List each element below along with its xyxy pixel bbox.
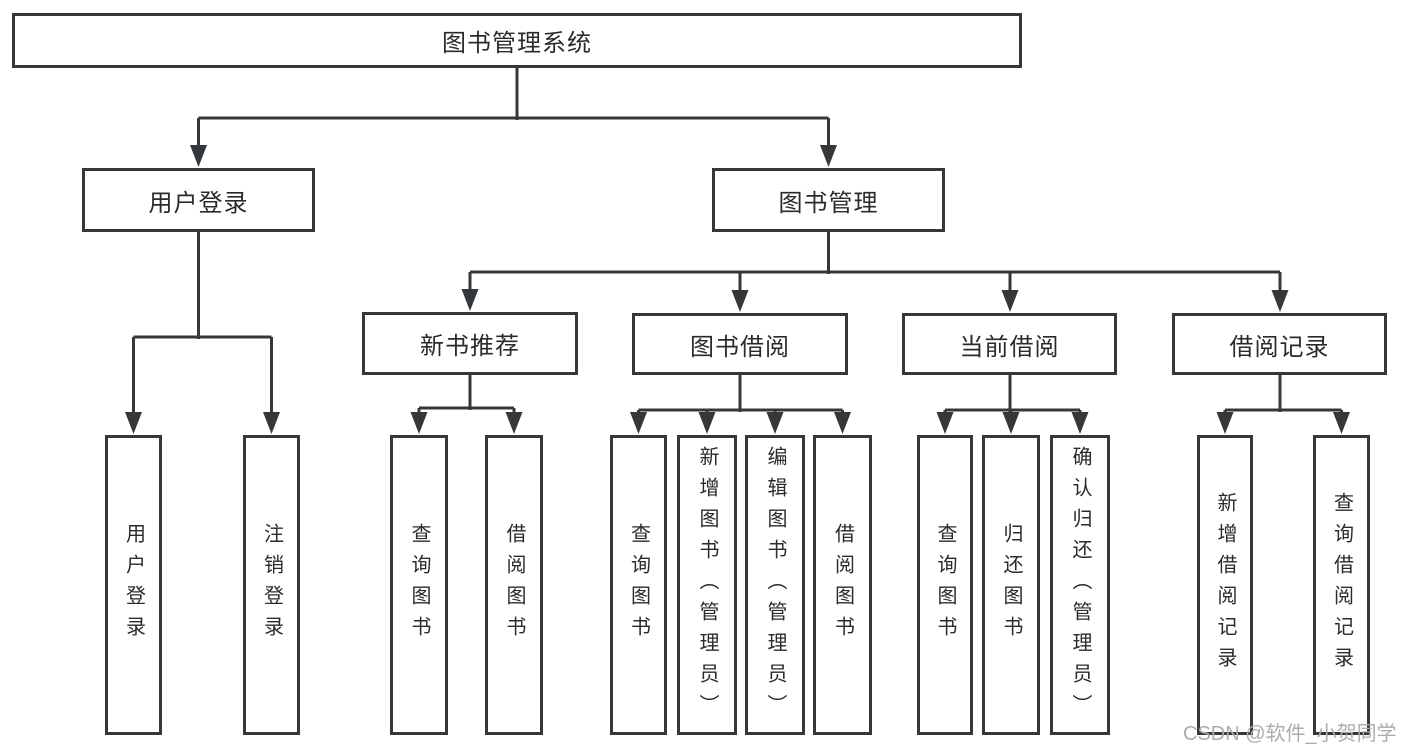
leaf-user-login: 用户登录 bbox=[105, 435, 162, 735]
connector-current-borrow-to-leaves bbox=[936, 375, 1089, 434]
node-root-label: 图书管理系统 bbox=[442, 30, 592, 57]
node-borrow-records: 借阅记录 bbox=[1172, 313, 1387, 375]
leaf-logout: 注销登录 bbox=[243, 435, 300, 735]
connector-book-mgmt-to-level3 bbox=[461, 232, 1289, 312]
node-book-mgmt: 图书管理 bbox=[712, 168, 945, 232]
leaf-add-borrow-record: 新增借阅记录 bbox=[1197, 435, 1253, 735]
leaf-query-book-borrow-label: 查询图书 bbox=[627, 523, 650, 647]
leaf-query-book-current: 查询图书 bbox=[917, 435, 973, 735]
leaf-return-book-label: 归还图书 bbox=[1000, 523, 1022, 647]
leaf-borrow-book-borrow: 借阅图书 bbox=[813, 435, 872, 735]
leaf-edit-book-admin-label: 编辑图书（管理员） bbox=[764, 445, 786, 725]
leaf-logout-label: 注销登录 bbox=[260, 523, 283, 647]
leaf-add-borrow-record-label: 新增借阅记录 bbox=[1214, 492, 1236, 678]
node-new-book-rec-label: 新书推荐 bbox=[420, 333, 520, 360]
node-book-mgmt-label: 图书管理 bbox=[778, 189, 879, 217]
connector-borrow-records-to-leaves bbox=[1216, 375, 1350, 434]
leaf-confirm-return-admin: 确认归还（管理员） bbox=[1050, 435, 1110, 735]
leaf-query-book-borrow: 查询图书 bbox=[610, 435, 667, 735]
leaf-query-book-current-label: 查询图书 bbox=[934, 523, 956, 647]
node-root: 图书管理系统 bbox=[12, 13, 1022, 68]
node-user-login: 用户登录 bbox=[82, 168, 315, 232]
connector-book-borrow-to-leaves bbox=[630, 375, 851, 434]
leaf-query-book-newrec: 查询图书 bbox=[390, 435, 448, 735]
connector-new-book-rec-to-leaves bbox=[410, 375, 523, 434]
node-book-borrow-label: 图书借阅 bbox=[690, 333, 790, 361]
node-new-book-rec: 新书推荐 bbox=[362, 312, 578, 375]
leaf-borrow-book-borrow-label: 借阅图书 bbox=[831, 523, 854, 647]
leaf-borrow-book-newrec-label: 借阅图书 bbox=[503, 523, 525, 647]
node-borrow-records-label: 借阅记录 bbox=[1229, 333, 1330, 361]
leaf-edit-book-admin: 编辑图书（管理员） bbox=[745, 435, 805, 735]
leaf-add-book-admin: 新增图书（管理员） bbox=[677, 435, 737, 735]
node-current-borrow-label: 当前借阅 bbox=[959, 333, 1060, 361]
leaf-return-book: 归还图书 bbox=[982, 435, 1040, 735]
leaf-user-login-label: 用户登录 bbox=[122, 523, 145, 647]
leaf-add-book-admin-label: 新增图书（管理员） bbox=[696, 445, 718, 725]
node-book-borrow: 图书借阅 bbox=[632, 313, 848, 375]
node-current-borrow: 当前借阅 bbox=[902, 313, 1117, 375]
leaf-query-borrow-record-label: 查询借阅记录 bbox=[1330, 492, 1353, 678]
leaf-confirm-return-admin-label: 确认归还（管理员） bbox=[1069, 445, 1091, 725]
leaf-query-book-newrec-label: 查询图书 bbox=[408, 523, 430, 647]
watermark: CSDN @软件_小贺同学 bbox=[1183, 723, 1397, 745]
leaf-borrow-book-newrec: 借阅图书 bbox=[485, 435, 543, 735]
connector-root-to-level2 bbox=[190, 68, 837, 167]
connector-user-login-to-leaves bbox=[125, 232, 280, 434]
node-user-login-label: 用户登录 bbox=[148, 189, 249, 217]
leaf-query-borrow-record: 查询借阅记录 bbox=[1313, 435, 1370, 735]
